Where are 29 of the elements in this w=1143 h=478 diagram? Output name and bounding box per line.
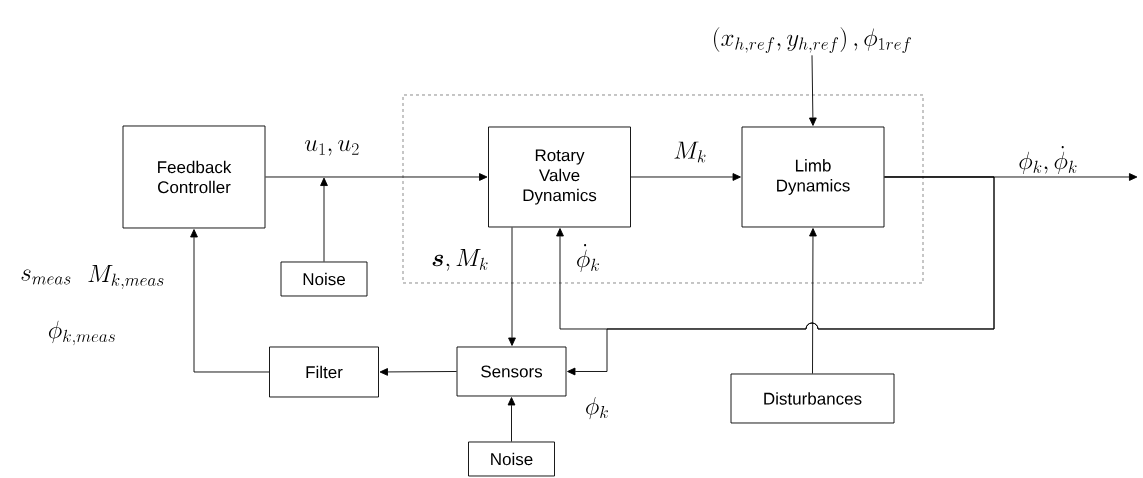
signal-label: $\phi_{k,meas}$ [48, 320, 115, 346]
input-box: Disturbances [730, 373, 895, 424]
process-box: Filter [269, 346, 379, 398]
arrow [567, 176, 995, 376]
arrow [265, 173, 488, 181]
input-box: Noise [468, 441, 555, 477]
input-box: Noise [280, 261, 368, 297]
arrow [379, 368, 457, 376]
arrow [507, 397, 516, 442]
subsystem-frame [402, 94, 924, 284]
signal-label: $s_{meas}$ [21, 269, 71, 285]
reference-label: $\left(x_{h,ref}, y_{h,ref}\right), \phi_{1ref}$ [714, 27, 911, 54]
arrow [508, 227, 516, 346]
process-box: Feedback Controller [122, 125, 266, 229]
edge-label: $\dot{\phi}_{k}$ [577, 244, 599, 273]
arrow [630, 173, 741, 181]
edge-label: $\boldsymbol{s}, M_{k}$ [432, 249, 488, 271]
signal-label: $M_{k,meas}$ [88, 264, 164, 289]
edge-label: $\phi_{k}$ [586, 396, 608, 420]
arrow [320, 177, 328, 262]
process-box: Rotary Valve Dynamics [488, 126, 631, 228]
edge-label: $u_{1}, u_{2}$ [304, 139, 359, 156]
edge-label: $\phi_{k}, \dot{\phi}_{k}$ [1019, 146, 1077, 175]
process-box: Sensors [456, 346, 567, 397]
arrow [190, 229, 270, 373]
edge-label: $M_{k}$ [674, 141, 706, 163]
arrow [809, 228, 817, 374]
arrow [809, 54, 817, 126]
process-box: Limb Dynamics [741, 126, 885, 228]
